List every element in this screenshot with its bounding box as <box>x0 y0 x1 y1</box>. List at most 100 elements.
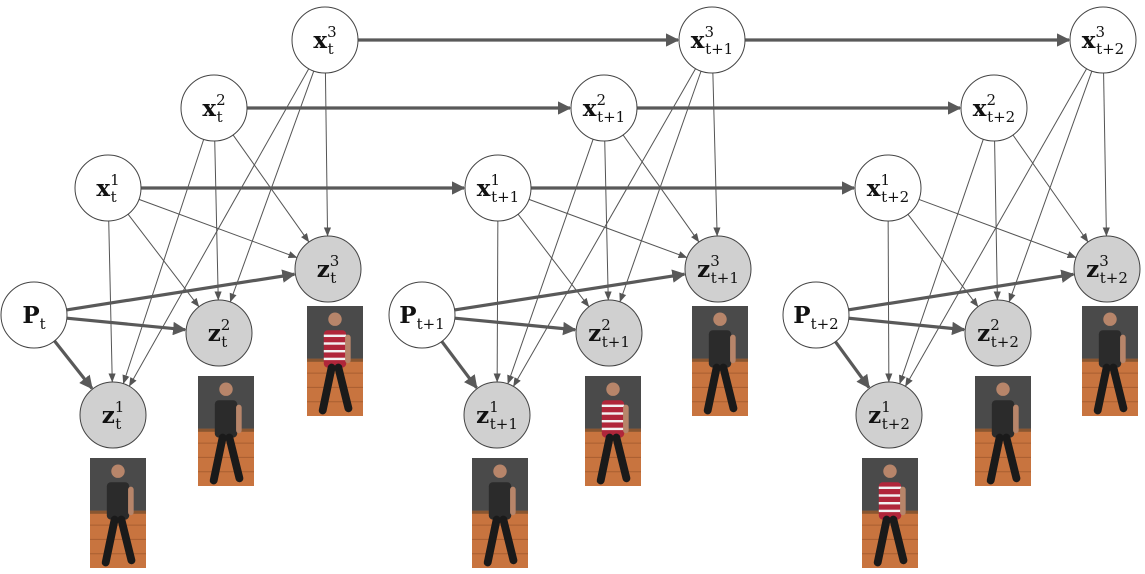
z-node-1-col2-symbol: z <box>476 402 489 429</box>
x-node-3-col2-subscript: t+1 <box>705 40 733 58</box>
svg-text:x2t: x2t <box>202 91 225 126</box>
edge-x1-z1-col2 <box>493 220 501 383</box>
z-node-2-col2-superscript: 2 <box>601 316 611 334</box>
z-node-3-col1-symbol: z <box>317 256 330 283</box>
x-node-1-col2-symbol: x <box>477 175 491 202</box>
x-node-1-col3-symbol: x <box>867 175 881 202</box>
edge-x3-z1-col2 <box>512 68 697 387</box>
edge-x1-z2-col2 <box>517 213 590 308</box>
svg-text:x1t+1: x1t+1 <box>477 171 519 206</box>
z-node-2-col1-symbol: z <box>208 320 221 347</box>
svg-text:z2t+2: z2t+2 <box>977 316 1019 351</box>
x-node-2-col2-symbol: x <box>583 95 597 122</box>
pose-edge-z1-col3 <box>834 340 871 389</box>
x-node-1-col2-superscript: 1 <box>491 171 501 189</box>
x-node-2-col1-symbol: x <box>202 95 216 122</box>
person-patch-z3-col2 <box>692 306 748 416</box>
person-patch-z3-col1 <box>307 306 363 416</box>
x-node-1-col3-subscript: t+2 <box>881 188 909 206</box>
person-patch-z3-col3 <box>1082 306 1138 416</box>
z-node-2-col1-subscript: t <box>221 333 227 351</box>
svg-text:z2t+1: z2t+1 <box>588 316 630 351</box>
pose-edge-z3-col3 <box>848 269 1075 312</box>
edge-x3-z3-col1 <box>323 72 332 237</box>
pose-node-col3-subscript: t+2 <box>811 315 839 333</box>
pose-node-col1-subscript: t <box>40 315 46 333</box>
pose-edge-z2-col3 <box>848 316 966 336</box>
edge-x1-z1-col3 <box>885 220 893 383</box>
z-node-1-col2-subscript: t+1 <box>490 415 518 433</box>
edge-x2-z1-col1 <box>122 139 205 385</box>
edge-x3-z3-col3 <box>1102 72 1110 237</box>
edge-x3-z1-col3 <box>904 68 1088 387</box>
edge-x3-z1-col1 <box>128 68 310 387</box>
z-node-1-col3-superscript: 1 <box>881 398 891 416</box>
svg-text:x1t+2: x1t+2 <box>867 171 909 206</box>
z-node-2-col2-symbol: z <box>588 320 601 347</box>
x-node-3-col1-symbol: x <box>313 27 327 54</box>
x-node-3-col1-subscript: t <box>328 40 334 58</box>
pose-edge-z2-col1 <box>66 316 187 336</box>
z-node-1-col1-superscript: 1 <box>115 398 125 416</box>
x-node-2-col3-symbol: x <box>973 95 987 122</box>
person-patch-z2-col3 <box>975 376 1031 486</box>
person-patch-z1-col1 <box>90 458 146 568</box>
svg-text:x3t: x3t <box>313 23 336 58</box>
x-node-1-col1-superscript: 1 <box>110 171 120 189</box>
x-node-1-col3-superscript: 1 <box>881 171 891 189</box>
pose-node-col1: Pt <box>0 281 68 349</box>
svg-text:z1t+2: z1t+2 <box>868 398 910 433</box>
z-node-1-col1-subscript: t <box>115 415 121 433</box>
pose-edge-z1-col1 <box>53 339 94 390</box>
pose-node-col3-symbol: P <box>793 302 810 329</box>
z-node-1-col3-subscript: t+2 <box>882 415 910 433</box>
svg-text:Pt+2: Pt+2 <box>793 302 838 333</box>
x-node-3-col2-superscript: 3 <box>705 23 715 41</box>
edge-x1-z3-col2 <box>528 198 688 259</box>
edge-x1-z2-col3 <box>907 213 979 308</box>
x-node-2-col2-subscript: t+1 <box>597 108 625 126</box>
pose-edge-z3-col1 <box>66 269 296 312</box>
edge-x3-z3-col2 <box>712 72 721 237</box>
z-node-2-col3-symbol: z <box>977 320 990 347</box>
z-node-2-col1-superscript: 2 <box>221 316 231 334</box>
z-node-1-col3-symbol: z <box>868 402 881 429</box>
edge-x3-z2-col3 <box>1008 70 1093 303</box>
x-node-3-col2-symbol: x <box>691 27 705 54</box>
pose-node-col3: Pt+2 <box>782 281 850 349</box>
z-node-3-col3-superscript: 3 <box>1099 252 1109 270</box>
edge-x2-z2-col2 <box>604 140 612 301</box>
z-node-3-col3-subscript: t+2 <box>1100 269 1128 287</box>
z-node-2-col2-subscript: t+1 <box>602 333 630 351</box>
svg-text:x2t+1: x2t+1 <box>583 91 625 126</box>
z-node-3-col2-superscript: 3 <box>710 252 720 270</box>
x-node-2-col3-subscript: t+2 <box>987 108 1015 126</box>
z-node-3-col2-symbol: z <box>697 256 710 283</box>
x-node-3-col3-subscript: t+2 <box>1096 40 1124 58</box>
z-node-2-col3-subscript: t+2 <box>991 333 1019 351</box>
svg-text:z1t+1: z1t+1 <box>476 398 518 433</box>
pose-node-col2-symbol: P <box>399 302 416 329</box>
edge-x2-z3-col3 <box>1012 134 1089 243</box>
z-node-3-col2-subscript: t+1 <box>711 269 739 287</box>
svg-text:z2t: z2t <box>208 316 231 351</box>
person-patch-z1-col2 <box>472 458 528 568</box>
pose-node-col2: Pt+1 <box>388 281 456 349</box>
person-patch-z1-col3 <box>862 458 918 568</box>
edge-x2-z2-col1 <box>214 140 222 301</box>
z-node-1-col1-symbol: z <box>102 402 115 429</box>
